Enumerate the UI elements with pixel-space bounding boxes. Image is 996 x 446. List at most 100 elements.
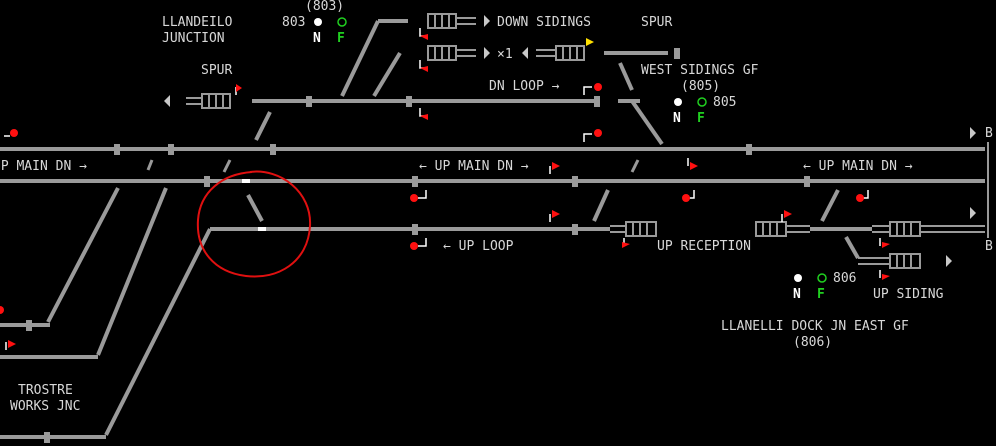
track-diagonal-6[interactable] [46,187,120,323]
track-diagonal-12[interactable] [146,159,154,171]
direction-arrow-icon [164,95,170,107]
indicator-circle-icon [674,98,682,106]
dn-loop-label: DN LOOP → [489,79,560,94]
signal-head-icon[interactable] [420,114,428,120]
buffer-stop-icon[interactable] [427,45,476,61]
track-diagonal-1[interactable] [340,20,380,97]
spur-left-label: SPUR [201,63,233,78]
indicator-circle-icon [794,274,802,282]
joint [406,96,412,107]
signal-head-icon[interactable] [552,162,560,170]
joint [114,144,120,155]
gf803-header: (803) [305,0,345,14]
signal-head-icon[interactable] [622,242,630,248]
signal-head-icon[interactable] [594,129,602,137]
edge-b-top-label: B [985,126,993,141]
signal-head-icon[interactable] [594,83,602,91]
west-sidings-label-2: (805) [681,79,721,94]
signal-head-icon[interactable] [236,84,242,92]
track-diagonal-10[interactable] [820,189,840,222]
gf803-number: 803 [282,15,306,30]
direction-arrows [164,15,976,267]
track-diagonal-13[interactable] [222,159,232,173]
gf805-normal: N [673,111,681,126]
signal-head-icon[interactable] [552,210,560,218]
track-diagonal-4[interactable] [630,99,664,146]
buffer-stop-icon[interactable] [755,221,810,237]
llandeilo-label-2: JUNCTION [162,31,225,46]
joint [168,144,174,155]
signal-head-icon[interactable] [856,194,864,202]
track-diagonal-2[interactable] [372,51,402,98]
buffer-stop-icon[interactable] [536,45,585,61]
joint [572,176,578,187]
track-occupied-crossover[interactable] [246,194,264,222]
trostre-label-2: WORKS JNC [10,399,81,414]
signal-head-icon[interactable] [882,274,890,280]
track-layer [0,19,985,439]
indicator-circle-icon [337,17,347,27]
signal-lamps [0,34,890,348]
signal-head-yellow-icon[interactable] [586,38,594,46]
west-sidings-label-1: WEST SIDINGS GF [641,63,759,78]
signal-head-icon[interactable] [410,194,418,202]
down-sidings-label: DOWN SIDINGS [497,15,591,30]
gf806-number: 806 [833,271,857,286]
gf803-normal: N [313,31,321,46]
track-diagonal-14[interactable] [630,159,640,173]
spur-top-label: SPUR [641,15,673,30]
gf803-free: F [337,31,345,46]
direction-arrow-icon [522,47,528,59]
signal-head-icon[interactable] [882,242,890,248]
track-diagonal-11[interactable] [844,236,860,259]
gf806-normal: N [793,287,801,302]
edge-b-bottom-label: B [985,239,993,254]
joint [412,176,418,187]
gf805-number: 805 [713,95,737,110]
llanelli-dock-label-2: (806) [793,335,833,350]
joint [26,320,32,331]
up-main-dn-left-label: UP MAIN DN → [0,159,87,174]
track-diagonal-7[interactable] [96,187,168,356]
indicator-circle-icon [817,273,827,283]
up-reception-label: UP RECEPTION [657,239,751,254]
track-diagonal-9[interactable] [592,189,610,222]
joint [412,224,418,235]
llandeilo-label-1: LLANDEILO [162,15,233,30]
x1-label: ×1 [497,47,513,62]
joint [572,224,578,235]
signal-head-icon[interactable] [420,34,428,40]
direction-arrow-icon [484,47,490,59]
signal-head-icon[interactable] [410,242,418,250]
buffer-stop-icon[interactable] [610,221,657,237]
joint [674,48,680,59]
signal-head-icon[interactable] [10,129,18,137]
highlight-circle-annotation [196,170,312,278]
joint [804,176,810,187]
track-diagonal-3[interactable] [254,111,272,141]
joint [270,144,276,155]
track-diagonal-5[interactable] [618,62,634,91]
joint [204,176,210,187]
direction-arrow-icon [946,255,952,267]
block-joints [26,48,810,443]
trostre-label-1: TROSTRE [18,383,73,398]
buffer-stop-icon[interactable] [186,93,231,109]
buffer-stop-icon[interactable] [858,253,921,269]
signal-head-icon[interactable] [8,340,16,348]
buffer-stop-icon[interactable] [872,221,985,237]
signal-head-icon[interactable] [420,66,428,72]
gf805-free: F [697,111,705,126]
track-diagonal-8[interactable] [104,228,212,436]
signals [0,28,890,350]
llanelli-dock-label-1: LLANELLI DOCK JN EAST GF [721,319,909,334]
joint [594,96,600,107]
signal-head-icon[interactable] [690,162,698,170]
signal-head-icon[interactable] [0,306,4,314]
signal-head-icon[interactable] [784,210,792,218]
up-main-dn-right-label: ← UP MAIN DN → [803,159,913,174]
buffer-stop-icon[interactable] [427,13,476,29]
signal-head-icon[interactable] [682,194,690,202]
joint [44,432,50,443]
